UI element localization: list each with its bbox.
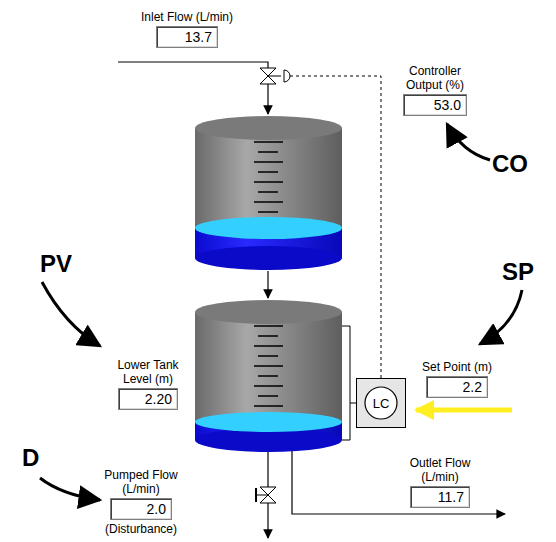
lower-tank — [195, 300, 342, 452]
scale-tick — [258, 211, 278, 213]
display-heading: Pumped Flow (L/min) — [96, 468, 186, 496]
inlet-pipe — [118, 62, 268, 114]
display-heading: Controller Output (%) — [395, 64, 475, 92]
display-heading: Lower Tank Level (m) — [108, 358, 188, 386]
disturbance-display: Pumped Flow (L/min)2.0(Disturbance) — [110, 498, 172, 520]
signal-callout: D — [22, 444, 39, 472]
scale-tick — [254, 161, 283, 163]
scale-tick — [258, 151, 278, 153]
display-heading: Set Point (m) — [402, 360, 512, 374]
display-value: 53.0 — [404, 95, 466, 115]
scale-tick — [254, 385, 283, 387]
scale-tick — [258, 191, 278, 193]
scale-tick — [254, 365, 283, 367]
display-value: 2.2 — [427, 377, 487, 397]
flow-display: Inlet Flow (L/min)13.7 — [156, 26, 218, 48]
controller-tag: LC — [357, 379, 405, 429]
scale-tick — [254, 345, 283, 347]
outlet-pipes — [268, 451, 505, 538]
upper-tank — [195, 116, 342, 270]
display-heading: Outlet Flow (L/min) — [400, 456, 480, 484]
scale-tick — [258, 375, 278, 377]
scale-tick — [258, 171, 278, 173]
output-display: Controller Output (%)53.0 — [403, 94, 467, 116]
callout-arrows — [40, 124, 522, 500]
display-value: 2.20 — [119, 389, 177, 409]
flow-display: Outlet Flow (L/min)11.7 — [410, 486, 470, 508]
scale-tick — [254, 181, 283, 183]
setpoint-arrow — [416, 408, 512, 413]
setpoint-display: Set Point (m)2.2 — [426, 376, 488, 398]
scale-tick — [258, 395, 278, 397]
level-display: Lower Tank Level (m)2.20 — [118, 388, 178, 410]
scale-tick — [258, 355, 278, 357]
signal-callout: SP — [502, 258, 534, 286]
scale-tick — [258, 335, 278, 337]
display-value: 11.7 — [411, 487, 469, 507]
level-sensor-lines — [342, 326, 356, 440]
hand-valve — [256, 487, 276, 503]
display-heading: Inlet Flow (L/min) — [122, 10, 252, 24]
scale-tick — [254, 325, 283, 327]
scale-tick — [254, 201, 283, 203]
drain-arrow — [267, 271, 268, 298]
signal-callout: PV — [40, 250, 72, 278]
control-valve — [260, 68, 290, 84]
signal-callout: CO — [492, 150, 528, 178]
display-note: (Disturbance) — [96, 522, 186, 536]
display-value: 2.0 — [111, 499, 171, 519]
display-value: 13.7 — [157, 27, 217, 47]
level-controller: LC — [356, 378, 406, 428]
scale-tick — [254, 141, 283, 143]
scale-tick — [254, 405, 283, 407]
